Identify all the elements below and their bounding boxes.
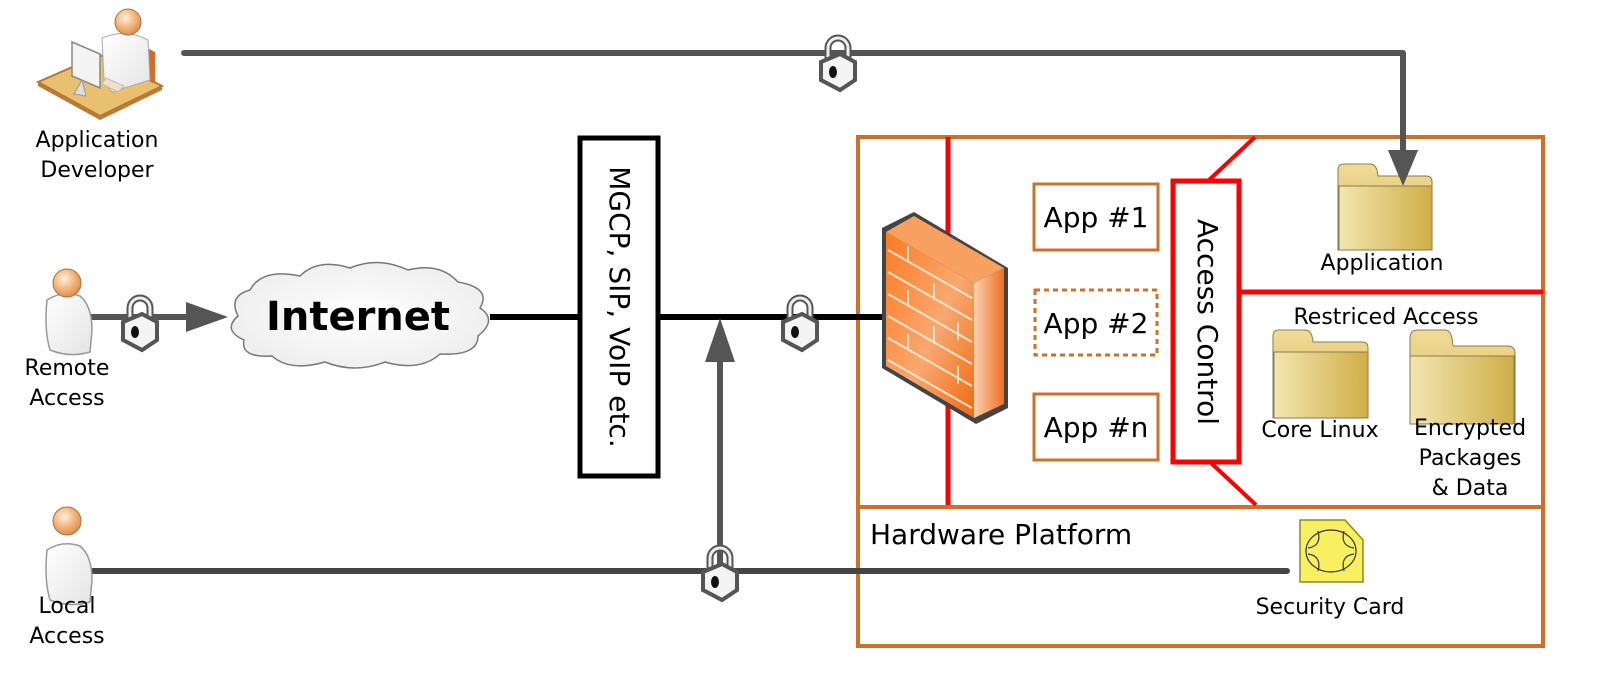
- developer-at-desk-icon: [35, 8, 165, 120]
- padlock-icon: [819, 34, 857, 93]
- core-linux-label: Core Linux: [1261, 418, 1378, 443]
- remote-access-actor: Remote Access: [25, 268, 110, 411]
- folder-icon: [1337, 163, 1433, 251]
- app-label: App #1: [1044, 201, 1149, 234]
- internet-label: Internet: [266, 294, 450, 340]
- access-control-label: Access Control: [1191, 219, 1224, 425]
- folder-icon: [1409, 329, 1516, 425]
- encrypted-label-line1: Encrypted: [1414, 416, 1526, 441]
- remote-access-label-line1: Remote: [25, 356, 110, 381]
- local-access-label-line1: Local: [38, 594, 95, 619]
- user-icon: [45, 268, 93, 356]
- protocol-box: MGCP, SIP, VoIP etc.: [577, 135, 661, 479]
- smart-card-chip-icon: [1299, 519, 1364, 583]
- local-access-label-line2: Access: [29, 624, 104, 649]
- access-control-connector-top: [1206, 135, 1257, 183]
- app-developer-label-line2: Developer: [40, 158, 154, 183]
- app-label: App #2: [1044, 307, 1149, 340]
- padlock-icon: [701, 544, 739, 603]
- developer-connection: [181, 50, 1418, 186]
- app-label: App #n: [1044, 411, 1149, 444]
- access-control-box: Access Control: [1170, 178, 1242, 465]
- padlock-icon: [121, 294, 159, 353]
- restricted-access-label: Restriced Access: [1294, 305, 1479, 330]
- application-folder: Application: [1321, 150, 1444, 276]
- remote-arrowhead-icon: [186, 302, 228, 332]
- app-box: App #n: [1032, 392, 1160, 462]
- security-card-label: Security Card: [1256, 595, 1405, 620]
- local-access-actor: Local Access: [29, 506, 105, 649]
- encrypted-label-line2: Packages: [1419, 446, 1522, 471]
- folder-icon: [1272, 329, 1369, 419]
- access-control-connector-bottom: [1208, 460, 1258, 507]
- user-icon: [45, 506, 93, 606]
- app-developer-actor: Application Developer: [35, 8, 165, 183]
- firewall-icon: [882, 212, 1008, 424]
- encrypted-label-line3: & Data: [1432, 476, 1509, 501]
- core-linux-folder: Core Linux: [1261, 329, 1379, 443]
- app-box: App #2: [1033, 288, 1159, 357]
- padlock-icon: [781, 294, 819, 353]
- developer-arrowhead-icon: [1388, 150, 1418, 186]
- developer-connector-line: [181, 50, 1406, 168]
- local-uplink-arrowhead-icon: [705, 318, 735, 362]
- app-list: App #1 App #2 App #n: [1032, 182, 1160, 462]
- hardware-platform-border: [856, 505, 1545, 648]
- hardware-platform-label: Hardware Platform: [870, 518, 1132, 551]
- cloud-icon: [230, 261, 490, 369]
- app-box: App #1: [1032, 182, 1160, 252]
- internet-cloud: Internet: [230, 261, 490, 369]
- encrypted-packages-folder: Encrypted Packages & Data: [1409, 329, 1526, 501]
- device-enclosure: [856, 135, 1545, 648]
- application-folder-label: Application: [1321, 251, 1444, 276]
- padlocks: [121, 34, 857, 603]
- app-developer-label-line1: Application: [36, 128, 159, 153]
- local-connection: [87, 318, 1290, 574]
- protocol-label: MGCP, SIP, VoIP etc.: [603, 166, 636, 447]
- security-card: Security Card: [1256, 519, 1405, 620]
- remote-access-label-line2: Access: [29, 386, 104, 411]
